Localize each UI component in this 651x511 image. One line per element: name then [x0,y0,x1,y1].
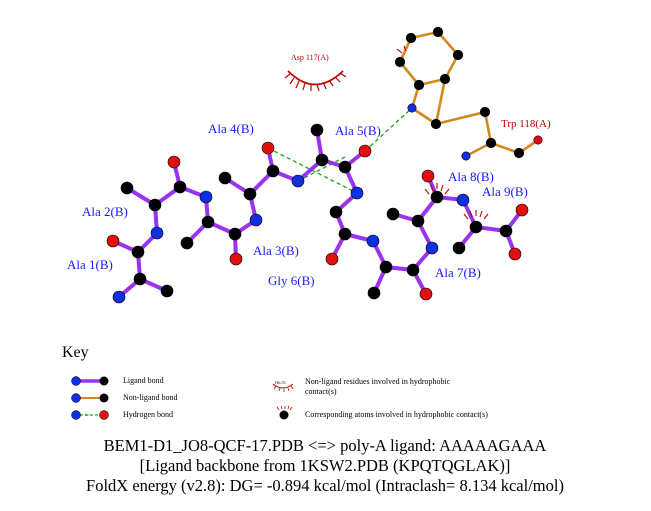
nitrogen-atom [112,290,126,304]
key-title: Key [62,344,89,361]
ala9-label: Ala 9(B) [482,184,528,199]
nitrogen-atom [150,226,164,240]
carbon-atom [173,180,187,194]
carbon-atom [201,215,215,229]
carbon-atom [405,32,417,44]
carbon-atom [413,79,425,91]
carbon-atom [469,220,483,234]
oxygen-atom [419,287,433,301]
carbon-atom [148,198,162,212]
carbon-atom [485,137,497,149]
oxygen-atom [229,252,243,266]
carbon-atom [180,236,194,250]
caption-line-2: [Ligand backbone from 1KSW2.PDB (KPQTQGL… [140,456,511,475]
oxygen-atom [325,252,339,266]
carbon-atom [228,227,242,241]
ala7-label: Ala 7(B) [435,265,481,280]
ala3-label: Ala 3(B) [253,243,299,258]
key-hbond-distance: 3.0 [85,412,91,417]
key-legend: Key Ligand bond Non-ligand bond 3.0 Hydr… [62,344,488,420]
key-hydrophobic-atoms: Corresponding atoms involved in hydropho… [276,405,488,420]
nitrogen-atom [199,190,213,204]
ala1-label: Ala 1(B) [67,257,113,272]
carbon-atom [310,123,324,137]
carbon-atom [218,171,232,185]
carbon-atom [131,245,145,259]
key-his53-label: His 53 [275,380,286,385]
carbon-atom [439,73,451,85]
caption-line-1: BEM1-D1_JO8-QCF-17.PDB <=> poly-A ligand… [104,436,547,455]
carbon-atom [315,153,329,167]
residue-labels: Ala 4(B) Ala 5(B) Ala 2(B) Ala 1(B) Ala … [67,118,551,288]
hydrophobic-residue-asp117: Asp 117(A) [284,53,347,92]
nitrogen-atom [366,234,380,248]
ala5-label: Ala 5(B) [335,123,381,138]
oxygen-atom [167,155,181,169]
carbon-atom [513,147,525,159]
carbon-atom [133,272,147,286]
carbon-atom [266,164,280,178]
carbon-atom [411,214,425,228]
carbon-atom [379,260,393,274]
asp117-label: Asp 117(A) [291,53,329,62]
key-nonligand-bond: Non-ligand bond [71,393,177,403]
nitrogen-atom [461,151,471,161]
carbon-atom [120,181,134,195]
nitrogen-atom [249,213,263,227]
ala8-label: Ala 8(B) [448,169,494,184]
ala4-label: Ala 4(B) [208,121,254,136]
hydrogen-bonds [267,107,413,194]
ala2-label: Ala 2(B) [82,204,128,219]
carbon-atom [367,286,381,300]
trp118-label: Trp 118(A) [501,118,551,130]
key-ligand-bond-label: Ligand bond [123,376,164,385]
carbon-atom [338,227,352,241]
nitrogen-atom [425,241,439,255]
key-hydrogen-bond-label: Hydrogen bond [123,410,173,419]
carbon-atom [243,187,257,201]
carbon-atom [406,263,420,277]
carbon-atom [386,207,400,221]
oxygen-atom [515,203,529,217]
oxygen-atom [421,169,435,183]
key-hydrophobic-atoms-label: Corresponding atoms involved in hydropho… [305,410,488,419]
key-nonligand-bond-label: Non-ligand bond [123,393,177,402]
oxygen-atom [261,141,275,155]
oxygen-atom [358,144,372,158]
key-hydrophobic-residue-label-1: Non-ligand residues involved in hydropho… [305,377,451,386]
caption-line-3: FoldX energy (v2.8): DG= -0.894 kcal/mol… [86,476,564,495]
carbon-atom [432,26,444,38]
key-hydrophobic-residue-label-2: contact(s) [305,387,337,396]
carbon-atom [394,56,406,68]
carbon-atom [452,241,466,255]
nitrogen-atom [350,186,364,200]
key-ligand-bond: Ligand bond [71,376,164,386]
carbon-atom [430,118,442,130]
caption: BEM1-D1_JO8-QCF-17.PDB <=> poly-A ligand… [86,436,564,495]
carbon-atom [499,224,513,238]
oxygen-atom [106,234,120,248]
nitrogen-atom [456,193,470,207]
oxygen-atom [533,135,543,145]
key-hydrogen-bond: 3.0 Hydrogen bond [71,410,173,420]
key-hydrophobic-residue: His 53 Non-ligand residues involved in h… [272,377,451,396]
carbon-atom [338,160,352,174]
carbon-atom [329,205,343,219]
nitrogen-atom [291,174,305,188]
carbon-atom [430,190,444,204]
nitrogen-atom [407,103,417,113]
carbon-atom [452,49,464,61]
trp118-residue [398,30,540,158]
atoms [106,26,543,304]
carbon-atom [479,106,491,118]
oxygen-atom [508,247,522,261]
contact-marks [396,45,489,220]
gly6-label: Gly 6(B) [268,273,315,288]
carbon-atom [160,284,174,298]
